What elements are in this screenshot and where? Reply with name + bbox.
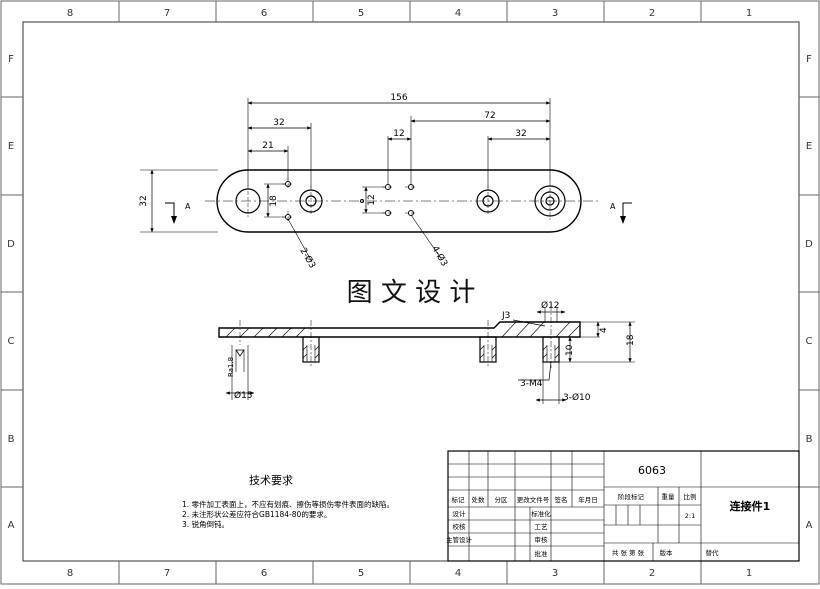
dim-32-left: 32 xyxy=(273,118,284,128)
dim-12-top: 12 xyxy=(393,129,404,139)
dim-4: 4 xyxy=(599,327,609,333)
zone-row-right: E xyxy=(806,141,812,152)
section-arrow-left xyxy=(171,216,177,224)
label-stage: 阶段标记 xyxy=(618,492,645,501)
header-change-doc: 更改文件号 xyxy=(517,495,550,504)
zone-row-right: A xyxy=(806,520,813,531)
sheets-text: 共 张 第 张 xyxy=(612,548,645,557)
tech-req-item: 2. 未注形状公差应符合GB1184-80的要求。 xyxy=(182,509,331,519)
label-replace: 替代 xyxy=(706,548,720,557)
header-mark: 标记 xyxy=(452,495,466,504)
zone-col-top: 4 xyxy=(455,8,461,19)
zone-row-left: E xyxy=(8,141,14,152)
zone-col-bottom: 3 xyxy=(552,568,558,579)
scale-value: 2:1 xyxy=(685,512,695,520)
zone-col-bottom: 6 xyxy=(261,568,267,579)
part-name: 连接件1 xyxy=(730,499,771,513)
label-design: 设计 xyxy=(453,509,467,518)
label-version: 版本 xyxy=(660,548,674,557)
label-standardization: 标准化 xyxy=(531,509,551,518)
zone-row-right: B xyxy=(806,434,813,445)
zone-row-left: B xyxy=(8,434,15,445)
zone-col-bottom: 1 xyxy=(746,568,752,579)
zone-col-top: 3 xyxy=(552,8,558,19)
dim-32-height: 32 xyxy=(139,195,149,206)
dim-dia-12: Ø12 xyxy=(541,300,560,311)
zone-col-top: 5 xyxy=(358,8,364,19)
label-approve: 批准 xyxy=(535,549,549,558)
dim-18: 18 xyxy=(626,334,636,346)
header-count: 处数 xyxy=(472,495,486,504)
tech-req-item: 1. 零件加工表面上，不应有划痕、擦伤等损伤零件表面的缺陷。 xyxy=(182,499,394,509)
label-weight: 重量 xyxy=(662,493,676,501)
dim-overall-length: 156 xyxy=(390,93,407,103)
header-date: 年月日 xyxy=(578,495,598,504)
header-zone: 分区 xyxy=(495,495,509,504)
zone-row-left: F xyxy=(8,54,14,65)
title-block: 6063 连接件1 标记 处数 分区 更改文件号 签名 年月日 设计 校核 主管… xyxy=(446,450,800,562)
material-value: 6063 xyxy=(638,464,666,477)
header-signature: 签名 xyxy=(555,495,568,504)
dim-32-right: 32 xyxy=(515,129,526,139)
tech-req-title: 技术要求 xyxy=(249,474,293,487)
label-check: 校核 xyxy=(453,522,467,531)
zone-col-bottom: 8 xyxy=(67,568,73,579)
zone-col-top: 7 xyxy=(164,8,170,19)
section-arrow-right xyxy=(620,216,626,224)
plate-outline xyxy=(216,169,582,233)
dim-18-vertical: 18 xyxy=(269,195,279,207)
zone-row-right: C xyxy=(806,336,813,347)
zone-col-top: 8 xyxy=(67,8,73,19)
dim-10: 10 xyxy=(565,344,575,356)
section-view: Ø12 4 18 J3 10 3-M4 Ø15 3-Ø10 Ra1.8 xyxy=(218,300,636,404)
zone-col-bottom: 2 xyxy=(649,568,655,579)
label-chief-design: 主管设计 xyxy=(446,535,473,544)
watermark-text: 图 文 设 计 xyxy=(347,278,476,308)
zone-col-top: 2 xyxy=(649,8,655,19)
zone-row-right: F xyxy=(806,54,812,65)
dim-21: 21 xyxy=(262,141,273,151)
zone-row-left: D xyxy=(7,239,15,250)
dim-72: 72 xyxy=(484,111,495,121)
dim-3-dia-10: 3-Ø10 xyxy=(563,392,591,403)
chamfer-j3: J3 xyxy=(501,311,510,321)
section-mark-left: A xyxy=(185,202,191,211)
roughness-label: Ra1.8 xyxy=(227,357,235,377)
section-mark-right: A xyxy=(610,202,616,211)
zone-col-top: 1 xyxy=(746,8,752,19)
tech-req-item: 3. 锐角倒钝。 xyxy=(182,519,229,529)
zone-col-top: 6 xyxy=(261,8,267,19)
zone-row-left: A xyxy=(8,520,15,531)
zone-row-left: C xyxy=(8,336,15,347)
zone-col-bottom: 5 xyxy=(358,568,364,579)
dim-12-vertical: 12 xyxy=(367,194,377,205)
dim-dia-15: Ø15 xyxy=(234,390,253,401)
label-review: 审核 xyxy=(535,535,549,544)
small-hole xyxy=(360,199,364,203)
thread-3-m4: 3-M4 xyxy=(520,379,543,389)
zone-col-bottom: 4 xyxy=(455,568,461,579)
zone-row-right: D xyxy=(805,239,813,250)
label-process: 工艺 xyxy=(535,523,549,531)
tech-requirements: 技术要求 1. 零件加工表面上，不应有划痕、擦伤等损伤零件表面的缺陷。 2. 未… xyxy=(182,474,394,529)
zone-col-bottom: 7 xyxy=(164,568,170,579)
label-scale: 比例 xyxy=(684,492,697,501)
